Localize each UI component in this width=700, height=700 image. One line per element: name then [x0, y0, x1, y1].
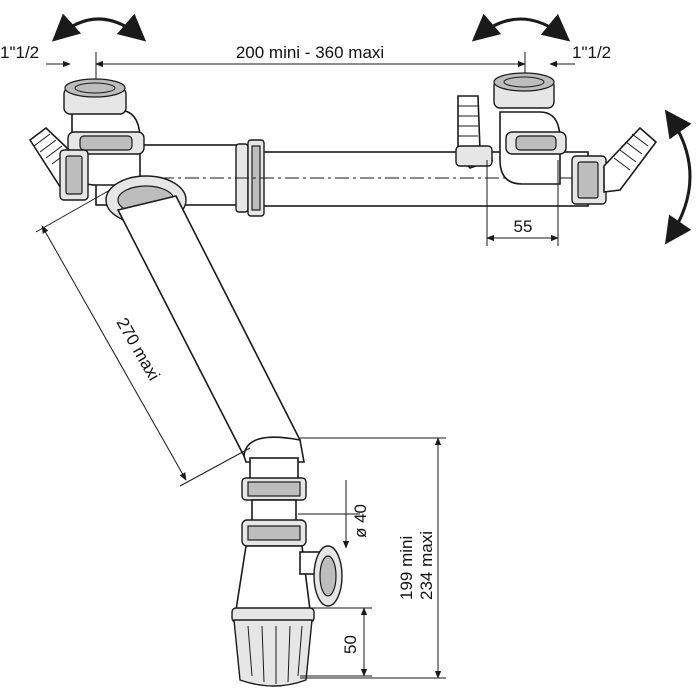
thread-dimension-left: 1"1/2 — [0, 43, 71, 68]
diagonal-pipe — [116, 195, 305, 463]
bottle-trap — [231, 457, 343, 687]
rotation-arrow-right — [471, 13, 571, 42]
diagonal-label: 270 maxi — [113, 315, 164, 384]
right-top-spigot — [455, 95, 494, 169]
right-inlet-fitting — [493, 72, 567, 185]
bottom-label: 50 — [341, 635, 360, 654]
thread-dimension-right: 1"1/2 — [549, 43, 611, 68]
diameter-label: ø 40 — [351, 504, 370, 538]
diameter-dimension: ø 40 — [298, 480, 370, 549]
thread-right-label: 1"1/2 — [572, 43, 611, 62]
height-min-label: 199 mini — [397, 536, 416, 600]
left-hose-spigot — [28, 126, 89, 201]
rotation-arrow-side — [664, 109, 692, 245]
offset-label: 55 — [514, 217, 533, 236]
height-max-label: 234 maxi — [417, 531, 436, 600]
span-dimension: 200 mini - 360 maxi — [95, 43, 526, 84]
span-label: 200 mini - 360 maxi — [236, 43, 384, 62]
thread-left-label: 1"1/2 — [0, 43, 39, 62]
bottom-dimension: 50 — [300, 607, 372, 677]
right-hose-spigot — [571, 126, 658, 205]
height-dimension: 199 mini 234 maxi — [300, 437, 446, 679]
offset-dimension: 55 — [486, 160, 559, 246]
rotation-arrow-left — [51, 13, 147, 42]
